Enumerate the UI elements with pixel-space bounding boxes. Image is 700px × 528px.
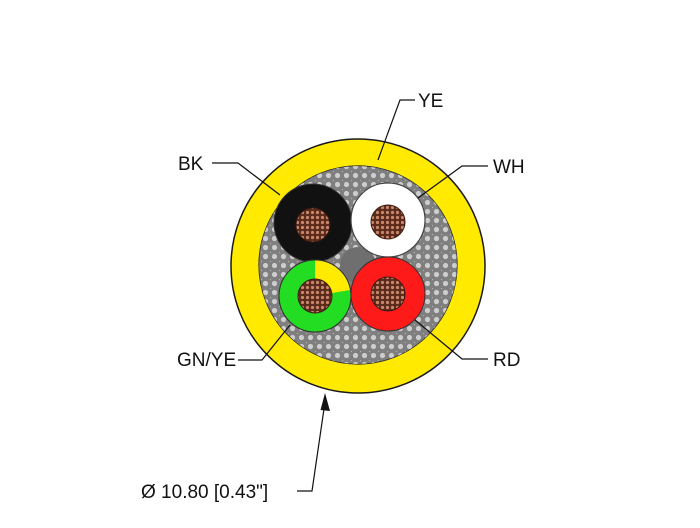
- label-rd: RD: [493, 350, 520, 371]
- label-bk: BK: [178, 154, 204, 175]
- leader-ye: [377, 99, 415, 161]
- leader-wh: [417, 165, 488, 199]
- label-diameter: Ø 10.80 [0.43"]: [141, 482, 268, 503]
- leader-lines: [212, 99, 488, 492]
- diameter-arrowhead: [320, 393, 330, 411]
- label-ye: YE: [418, 91, 443, 112]
- leader-diameter: [297, 401, 326, 492]
- leader-gnye: [238, 324, 291, 361]
- leader-bk: [212, 162, 281, 196]
- black-conductor: [273, 183, 353, 263]
- leader-rd: [414, 319, 488, 360]
- label-wh: WH: [493, 157, 525, 178]
- green-yellow-conductor: [278, 259, 352, 333]
- label-gnye: GN/YE: [177, 350, 236, 371]
- white-conductor: [350, 182, 426, 258]
- red-conductor: [350, 256, 426, 332]
